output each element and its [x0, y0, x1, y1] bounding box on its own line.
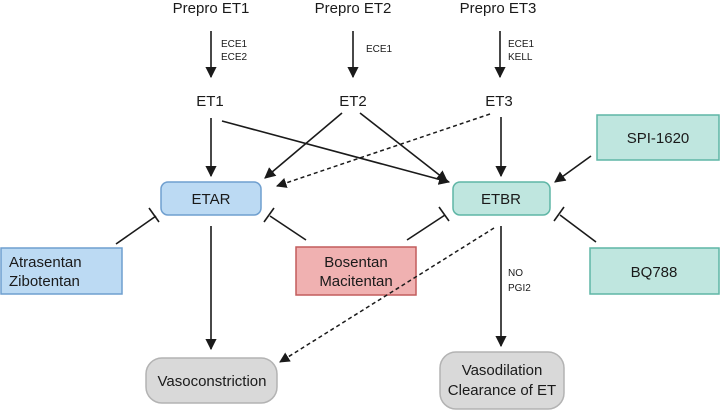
- inhibition-bosentan-to-etar: [263, 207, 307, 241]
- atrasentan-zibotentan-box: [0, 247, 123, 295]
- bq788-box: [589, 247, 720, 295]
- enzyme-label-ece1-et2: ECE1: [366, 44, 393, 55]
- arrow-spi-1620-to-etbr: [554, 155, 592, 183]
- bq788-label: BQ788: [631, 264, 678, 281]
- prepro-et2-label: Prepro ET2: [315, 0, 392, 17]
- vasodilation-box: [439, 351, 565, 410]
- etar-box: [160, 181, 262, 216]
- enzyme-label-ece2-et1: ECE2: [221, 52, 248, 63]
- et3-label: ET3: [485, 93, 513, 110]
- arrow-et1-to-etbr: [221, 120, 451, 185]
- etbr-label: ETBR: [481, 191, 521, 208]
- dashed-arrow-et3-to-etar: [276, 113, 491, 188]
- bosentan-label: Bosentan: [324, 254, 387, 271]
- vasodilation-label: Vasodilation: [462, 362, 543, 379]
- vasoconstriction-label: Vasoconstriction: [158, 373, 267, 390]
- dashed-arrow-etbr-to-vasoconstriction: [279, 227, 495, 363]
- et2-label: ET2: [339, 93, 367, 110]
- zibotentan-label: Zibotentan: [9, 273, 80, 290]
- bosentan-macitentan-box: [295, 246, 417, 296]
- etbr-box: [452, 181, 551, 216]
- enzyme-label-kell-et3: KELL: [508, 52, 533, 63]
- etar-label: ETAR: [192, 191, 231, 208]
- prepro-et1-label: Prepro ET1: [173, 0, 250, 17]
- et1-label: ET1: [196, 93, 224, 110]
- arrow-et2-to-etbr: [359, 112, 448, 182]
- clearance-of-et-label: Clearance of ET: [448, 382, 556, 399]
- mediator-no-label: NO: [508, 268, 523, 279]
- enzyme-label-ece1-et3: ECE1: [508, 39, 535, 50]
- vasoconstriction-box: [145, 357, 278, 404]
- atrasentan-label: Atrasentan: [9, 254, 82, 271]
- inhibition-atrasentan-to-etar: [115, 207, 160, 245]
- enzyme-label-ece1-et1: ECE1: [221, 39, 248, 50]
- spi-1620-label: SPI-1620: [627, 130, 690, 147]
- mediator-pgi2-label: PGI2: [508, 283, 531, 294]
- spi-1620-box: [596, 114, 720, 161]
- inhibition-bosentan-to-etbr: [406, 206, 450, 241]
- inhibition-bq788-to-etbr: [553, 206, 597, 243]
- arrow-et2-to-etar: [264, 112, 343, 179]
- prepro-et3-label: Prepro ET3: [460, 0, 537, 17]
- macitentan-label: Macitentan: [319, 273, 392, 290]
